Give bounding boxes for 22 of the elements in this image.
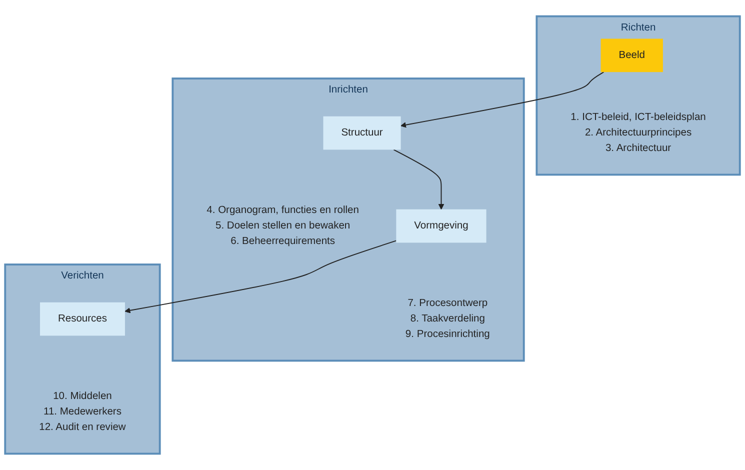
node-label: 5. Doelen stellen en bewaken <box>215 220 350 232</box>
node-label: 7. Procesontwerp <box>408 298 488 309</box>
cluster <box>536 15 741 176</box>
node-label: 9. Procesinrichting <box>405 328 490 340</box>
node-label: 2. Architectuurprincipes <box>584 127 692 138</box>
arrow <box>393 149 444 210</box>
node-box <box>323 116 401 150</box>
node-label: 12. Audit en review <box>39 422 126 433</box>
node-label: 1. ICT-beleid, ICT-beleidsplan <box>570 112 706 123</box>
node-label: 11. Medewerkers <box>44 406 122 418</box>
node-box <box>396 209 486 243</box>
node-label: 10. Middelen <box>53 390 112 402</box>
node-box <box>600 38 663 72</box>
cluster <box>4 264 161 455</box>
arrow <box>400 72 604 128</box>
node-box <box>40 302 125 336</box>
arrow <box>124 240 397 314</box>
node-label: 4. Organogram, functies en rollen <box>206 204 359 216</box>
node-label: 3. Architectuur <box>605 142 672 154</box>
node-label: 6. Beheerrequirements <box>230 236 336 247</box>
cluster <box>172 78 525 362</box>
node-label: 8. Taakverdeling <box>410 313 485 324</box>
